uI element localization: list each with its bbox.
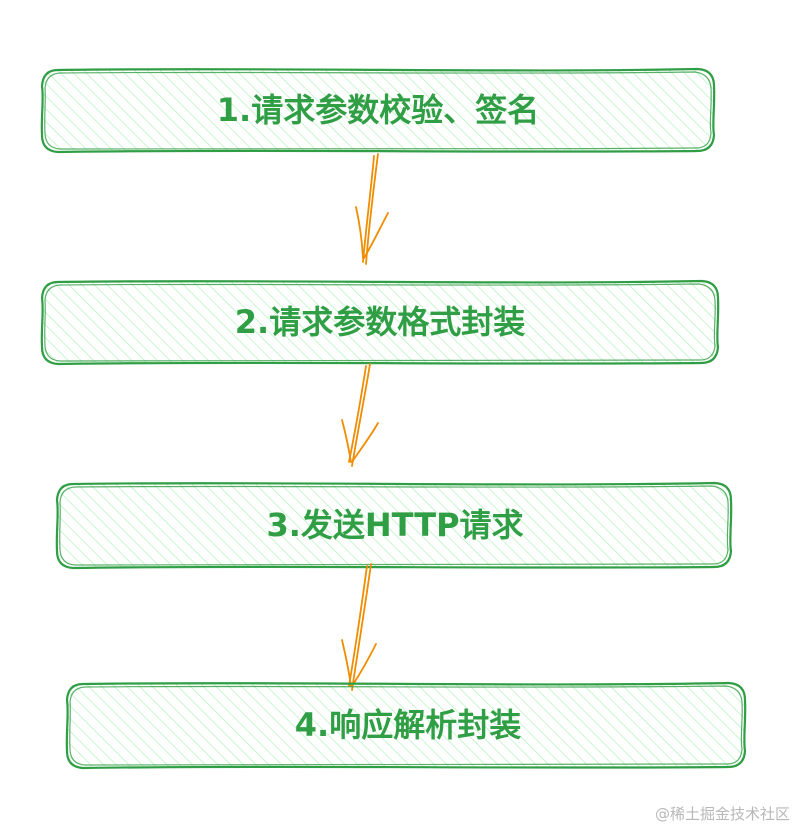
arrow-1-to-2 xyxy=(355,153,389,265)
step-4-label: 4.响应解析封装 xyxy=(295,706,521,744)
step-2-label: 2.请求参数格式封装 xyxy=(235,303,525,341)
arrow-2-to-3 xyxy=(341,363,379,467)
step-1-label: 1.请求参数校验、签名 xyxy=(217,91,539,129)
step-3-label: 3.发送HTTP请求 xyxy=(266,506,523,544)
step-3-box: 3.发送HTTP请求 xyxy=(55,481,733,570)
step-1-box: 1.请求参数校验、签名 xyxy=(40,67,716,154)
step-2-box: 2.请求参数格式封装 xyxy=(40,279,720,366)
watermark: @稀土掘金技术社区 xyxy=(654,805,790,823)
step-4-box: 4.响应解析封装 xyxy=(65,681,747,770)
arrow-3-to-4 xyxy=(341,563,377,691)
